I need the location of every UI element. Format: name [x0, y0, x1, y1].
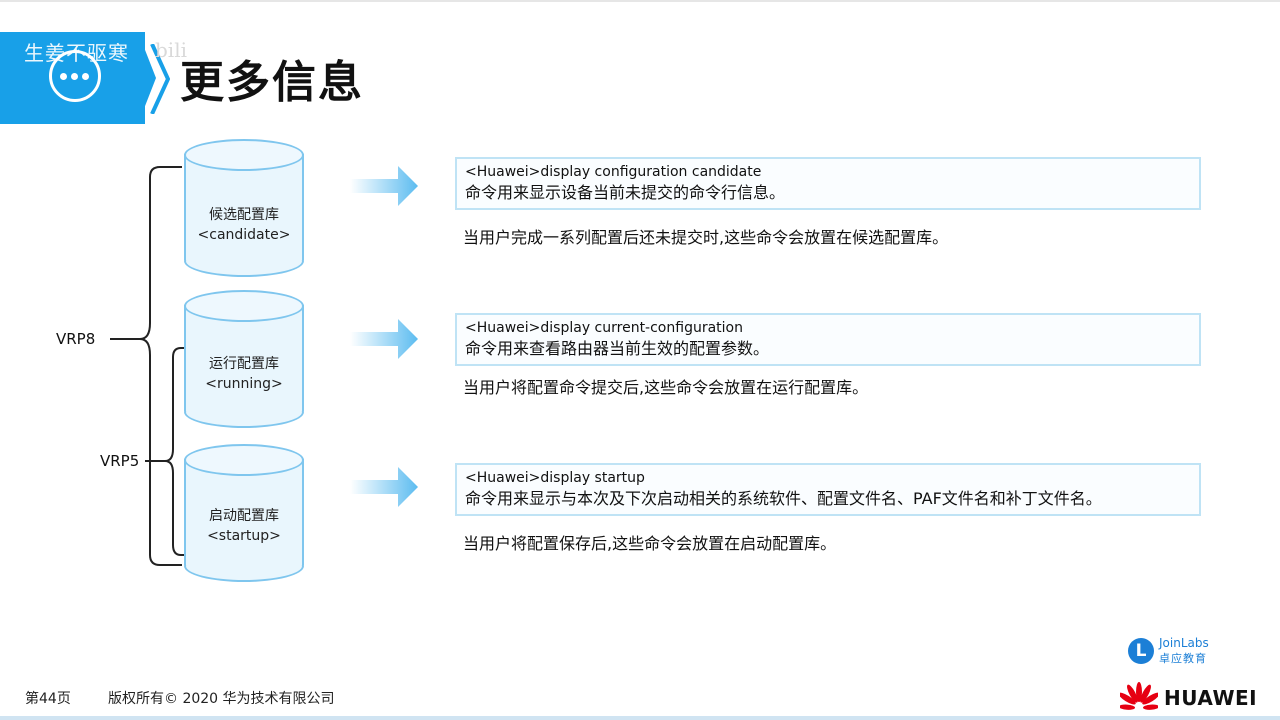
watermark-suffix: bili: [155, 38, 187, 62]
command-description: 命令用来显示与本次及下次启动相关的系统软件、配置文件名、PAF文件名和补丁文件名…: [465, 489, 1102, 508]
page-number: 第44页: [25, 691, 71, 707]
huawei-wordmark: HUAWEI: [1164, 686, 1258, 710]
vrp8-label: VRP8: [56, 330, 96, 348]
db-name: 运行配置库: [209, 356, 279, 372]
huawei-logo: HUAWEI: [1120, 682, 1260, 714]
command-text: <Huawei>display current-configuration: [465, 320, 743, 336]
arrow-right-icon: [350, 166, 418, 206]
db-name: 启动配置库: [209, 508, 279, 524]
joinlabs-name: JoinLabs: [1159, 636, 1209, 650]
title-banner-chevron: [138, 32, 156, 124]
db-tag: <startup>: [207, 528, 281, 544]
candidate-note: 当用户完成一系列配置后还未提交时,这些命令会放置在候选配置库。: [463, 228, 949, 247]
running-note: 当用户将配置命令提交后,这些命令会放置在运行配置库。: [463, 378, 869, 397]
vrp5-label: VRP5: [100, 452, 140, 470]
huawei-petal-icon: [1120, 682, 1158, 710]
vrp8-brace: [110, 166, 182, 566]
command-description: 命令用来查看路由器当前生效的配置参数。: [465, 339, 770, 358]
running-db-cylinder: 运行配置库 <running>: [184, 290, 304, 428]
command-text: <Huawei>display configuration candidate: [465, 164, 762, 180]
page-title: 更多信息: [180, 57, 364, 108]
bottom-divider: [0, 716, 1280, 720]
joinlabs-sub: 卓应教育: [1159, 652, 1207, 665]
command-description: 命令用来显示设备当前未提交的命令行信息。: [465, 183, 786, 202]
command-box-running: <Huawei>display current-configuration 命令…: [455, 313, 1201, 366]
chevron-right-icon: [150, 44, 170, 114]
candidate-db-cylinder: 候选配置库 <candidate>: [184, 139, 304, 277]
command-box-candidate: <Huawei>display configuration candidate …: [455, 157, 1201, 210]
startup-note: 当用户将配置保存后,这些命令会放置在启动配置库。: [463, 534, 837, 553]
watermark: 生姜不驱寒: [24, 41, 129, 65]
vrp5-brace: [145, 347, 185, 556]
top-divider: [0, 0, 1280, 2]
db-tag: <running>: [205, 376, 283, 392]
db-name: 候选配置库: [209, 207, 279, 223]
joinlabs-logo: L JoinLabs 卓应教育: [1128, 636, 1228, 666]
joinlabs-icon: L: [1128, 638, 1154, 664]
arrow-right-icon: [350, 467, 418, 507]
copyright: 版权所有© 2020 华为技术有限公司: [108, 691, 335, 707]
arrow-right-icon: [350, 319, 418, 359]
more-dots-icon: [49, 50, 101, 102]
startup-db-cylinder: 启动配置库 <startup>: [184, 444, 304, 582]
command-box-startup: <Huawei>display startup 命令用来显示与本次及下次启动相关…: [455, 463, 1201, 516]
command-text: <Huawei>display startup: [465, 470, 645, 486]
db-tag: <candidate>: [197, 227, 291, 243]
